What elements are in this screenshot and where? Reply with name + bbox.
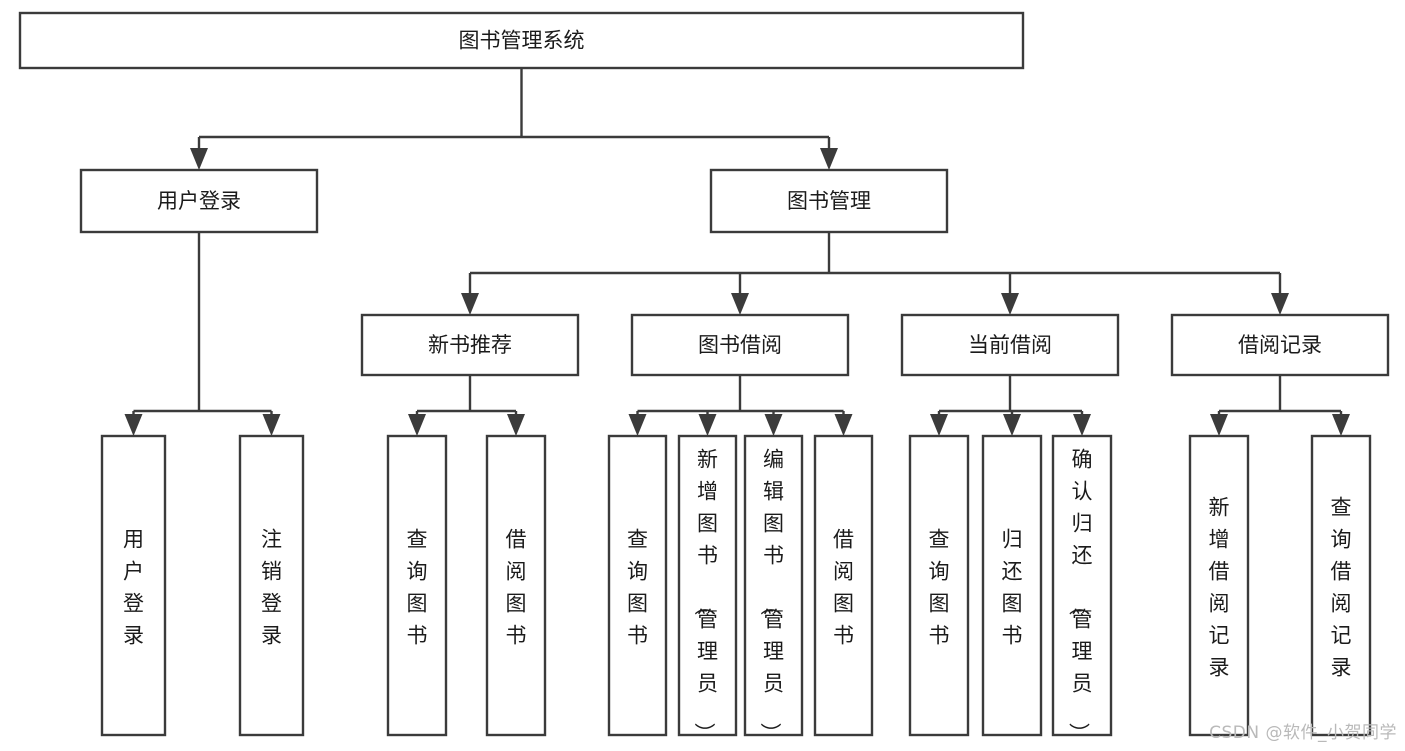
node-leaf-cb-confirm-label: 确认归还（管理员） [1067, 447, 1093, 743]
node-leaf-user-login-rect[interactable] [100, 434, 167, 737]
node-leaf-bb-add-rect[interactable] [677, 434, 738, 737]
node-new-book-rec-label: 新书推荐 [428, 333, 512, 357]
node-leaf-rec-query-rect[interactable] [386, 434, 448, 737]
node-leaf-br-query-rect[interactable] [1310, 434, 1372, 737]
node-leaf-bb-query-rect[interactable] [607, 434, 668, 737]
node-leaf-cb-return-label: 归还图书 [1002, 527, 1023, 647]
node-leaf-rec-query[interactable]: 查询图书 [386, 434, 448, 737]
arrow-head-icon [408, 414, 426, 436]
node-book-borrow-label: 图书借阅 [698, 333, 782, 357]
arrow-head-icon [1073, 414, 1091, 436]
arrow-head-icon [628, 414, 647, 436]
arrow-head-icon [124, 414, 143, 436]
node-current-borrow-rect[interactable] [900, 313, 1120, 377]
node-leaf-cb-query[interactable]: 查询图书 [908, 434, 970, 737]
node-leaf-user-login[interactable]: 用户登录 [100, 434, 167, 737]
node-leaf-bb-borrow-rect[interactable] [813, 434, 874, 737]
arrow-head-icon [1271, 293, 1289, 315]
arrow-head-icon [764, 414, 783, 436]
arrow-head-icon [698, 414, 717, 436]
node-borrow-record-rect[interactable] [1170, 313, 1390, 377]
arrow-head-icon [1210, 414, 1228, 436]
node-leaf-br-query-label: 查询借阅记录 [1331, 495, 1352, 679]
node-current-borrow-label: 当前借阅 [968, 333, 1052, 357]
node-leaf-user-logout[interactable]: 注销登录 [238, 434, 305, 737]
node-leaf-br-add-rect[interactable] [1188, 434, 1250, 737]
arrow-head-icon [262, 414, 281, 436]
arrow-head-icon [930, 414, 948, 436]
arrow-head-icon [461, 293, 479, 315]
node-leaf-br-add[interactable]: 新增借阅记录 [1188, 434, 1250, 737]
node-leaf-cb-query-label: 查询图书 [929, 527, 950, 647]
node-leaf-br-query[interactable]: 查询借阅记录 [1310, 434, 1372, 737]
node-borrow-record[interactable]: 借阅记录 [1170, 313, 1390, 377]
node-new-book-rec[interactable]: 新书推荐 [360, 313, 580, 377]
node-book-manage[interactable]: 图书管理 [709, 168, 949, 234]
arrow-head-icon [507, 414, 525, 436]
node-leaf-bb-borrow-label: 借阅图书 [833, 527, 854, 647]
node-leaf-user-login-label: 用户登录 [123, 527, 144, 647]
node-leaf-bb-query[interactable]: 查询图书 [607, 434, 668, 737]
node-leaf-bb-add-label: 新增图书（管理员） [692, 447, 718, 743]
arrow-head-icon [190, 148, 208, 170]
node-root-system[interactable]: 图书管理系统 [18, 11, 1025, 70]
node-user-login[interactable]: 用户登录 [79, 168, 319, 234]
arrow-head-icon [1001, 293, 1019, 315]
node-leaf-rec-borrow-label: 借阅图书 [506, 527, 527, 647]
node-user-login-label: 用户登录 [157, 189, 241, 213]
node-leaf-cb-query-rect[interactable] [908, 434, 970, 737]
node-current-borrow[interactable]: 当前借阅 [900, 313, 1120, 377]
node-leaf-bb-query-label: 查询图书 [627, 527, 648, 647]
node-new-book-rec-rect[interactable] [360, 313, 580, 377]
node-leaf-cb-return-rect[interactable] [981, 434, 1043, 737]
arrow-head-icon [834, 414, 853, 436]
arrow-head-icon [1332, 414, 1350, 436]
node-leaf-cb-confirm-rect[interactable] [1051, 434, 1113, 737]
node-book-manage-rect[interactable] [709, 168, 949, 234]
node-leaf-bb-edit-rect[interactable] [743, 434, 804, 737]
node-leaf-bb-borrow[interactable]: 借阅图书 [813, 434, 874, 737]
arrow-head-icon [820, 148, 838, 170]
node-leaf-cb-return[interactable]: 归还图书 [981, 434, 1043, 737]
node-borrow-record-label: 借阅记录 [1238, 333, 1322, 357]
node-leaf-bb-add[interactable]: 新增图书（管理员） [677, 434, 738, 743]
node-book-borrow[interactable]: 图书借阅 [630, 313, 850, 377]
arrow-head-icon [1003, 414, 1021, 436]
node-book-borrow-rect[interactable] [630, 313, 850, 377]
node-leaf-rec-borrow[interactable]: 借阅图书 [485, 434, 547, 737]
node-root-system-rect[interactable] [18, 11, 1025, 70]
arrow-head-icon [731, 293, 749, 315]
node-leaf-user-logout-rect[interactable] [238, 434, 305, 737]
node-leaf-rec-borrow-rect[interactable] [485, 434, 547, 737]
node-leaf-rec-query-label: 查询图书 [407, 527, 428, 647]
node-user-login-rect[interactable] [79, 168, 319, 234]
node-leaf-bb-edit[interactable]: 编辑图书（管理员） [743, 434, 804, 743]
node-leaf-br-add-label: 新增借阅记录 [1209, 495, 1230, 679]
node-book-manage-label: 图书管理 [787, 189, 871, 213]
csdn-watermark: CSDN @软件_小贺同学 [1209, 723, 1397, 743]
node-leaf-cb-confirm[interactable]: 确认归还（管理员） [1051, 434, 1113, 743]
node-leaf-user-logout-label: 注销登录 [261, 527, 282, 647]
node-root-system-label: 图书管理系统 [459, 29, 585, 53]
node-leaf-bb-edit-label: 编辑图书（管理员） [758, 447, 784, 743]
